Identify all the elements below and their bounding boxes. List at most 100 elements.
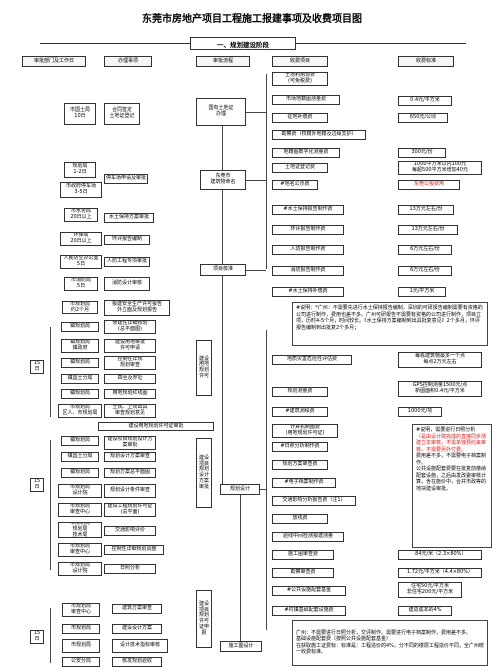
column-header: 审批流程	[196, 56, 250, 67]
dept-row: 市规划局	[62, 639, 100, 653]
flow-connector	[246, 180, 266, 181]
dept-row: 镇规划局	[61, 389, 99, 399]
item-sub: 建设设计方案	[112, 624, 162, 634]
item-sub: 日照分析	[104, 564, 156, 574]
dept-row: 市规划局 审查中心	[58, 543, 102, 557]
fee-standard: 建造成本的4%	[398, 606, 452, 616]
bracket-line	[50, 608, 51, 663]
dept-plan-bureau2: 市规划局 约2个月	[62, 301, 98, 314]
item-water: 水土保持方案审批	[104, 213, 154, 223]
flow-connector	[260, 489, 266, 490]
item-sub: 规划设计条件审查	[104, 484, 156, 498]
fee-spine	[266, 330, 267, 630]
dept-row: 镇规划局	[61, 358, 99, 368]
item-sub: 四至及界址	[104, 374, 156, 384]
fee-item: #电子档案制作费	[272, 478, 336, 488]
dept-row: 镇规划局 镇政府	[61, 339, 99, 353]
note-box-2: #说明，需要进行日照分析 （是由设计院完成的直接同步测建立本审核，不需单独预约来…	[412, 424, 492, 548]
flow-connector	[246, 270, 266, 271]
flow-project-approval: 项目核准	[200, 264, 246, 276]
fee-item: 消防报告制作费	[272, 266, 344, 276]
duration-badge: 15日	[30, 360, 44, 374]
item-sub: 核发规划验收	[112, 657, 162, 667]
dept-parking: 市政府停车场 3-5日	[60, 182, 102, 198]
note-box-3: 广州：不需要进行日照分析，交评制作。需要进行电子档案制作，费用差不多。 基础设施…	[292, 620, 488, 666]
item-sub: 控制性详规 规划审查	[104, 356, 156, 370]
item-sub: 建设项目规划设计方案审批	[104, 436, 156, 450]
fee-standard: 650元/公顷	[398, 113, 448, 123]
dept-env: 环保局 20日以上	[60, 232, 102, 246]
item-fire: 消防设计审核	[104, 277, 150, 291]
dept-planning-bureau: 规划局 1-2日	[64, 162, 96, 178]
fee-item: 环评报告制作费	[272, 225, 344, 235]
column-header: 办理事项	[104, 56, 152, 67]
item-sub: 建设用地审批 许可申请	[104, 339, 156, 353]
dept-row: 市规划局 审查中心	[62, 603, 100, 617]
item-sub: 土规、上规出具 审查规划意见	[104, 404, 156, 418]
column-header: 收费项目	[272, 56, 328, 67]
dept-row: 镇规划局	[61, 468, 99, 478]
flow-connector	[246, 112, 266, 113]
fee-item: 地质灾害危险性评估费	[272, 355, 352, 365]
fee-standard: 住宅50元/平方米 非住宅200元/平方米	[398, 582, 462, 598]
dept-row: 公安分局	[62, 657, 100, 667]
dept-row: 市规划局 区人、市规划局	[58, 404, 102, 418]
item-sub: 规划设计方案审查	[104, 452, 156, 462]
dept-row: 市规划局	[62, 624, 100, 634]
item-sub: 修建性详细规划 (总平面图)	[104, 320, 156, 334]
flow-connector	[240, 495, 241, 641]
item-sub: 交通影响评价	[104, 526, 156, 536]
fee-item: 放线费	[272, 514, 328, 524]
flow-land-cert: 国有土地证 办理	[196, 98, 246, 126]
column-header: 审批部门及工作日	[22, 56, 86, 67]
item-sub: 建设工程规划许可证 (总平面)	[104, 503, 156, 517]
fee-item: 勘察审查费	[272, 568, 334, 578]
flow-construction: 施工图设计	[220, 641, 262, 652]
flow-naming: 东莞市 建筑物命名	[200, 170, 246, 190]
fee-standard: 每栋建筑物最多一个点 每点2万元左右	[398, 352, 482, 368]
phase-divider-right	[296, 43, 466, 44]
item-env: 环评报告编制	[104, 235, 150, 245]
dept-row: 镇国土分局	[61, 452, 99, 462]
note-text: 公共设施配套费要在批复前缴纳配套设施，之后由发改委审核计算，含在施价中，合并市政…	[416, 466, 487, 492]
fee-item: 计算机制图费 (用地规划许可证)	[272, 424, 338, 438]
phase-divider-left	[40, 43, 190, 44]
dept-fire: 市消防局 5日	[64, 277, 98, 291]
fee-item: 验线中间检测报建测量	[272, 532, 344, 542]
note-text: 费用差不多，不需要电子档案制作。	[416, 453, 487, 466]
fee-item: 施工图审查费	[272, 550, 334, 560]
fee-item: #建筑测绘费	[272, 407, 328, 417]
fee-standard: GPS控制测量1500元/点 新图面积0.4元/平方米	[398, 381, 482, 397]
page-title: 东莞市房地产项目工程施工报建事项及收费项目图	[142, 14, 362, 25]
fee-item: 地籍图数字化测量费	[272, 148, 340, 158]
fee-item: #村镇基础配套设施费	[272, 606, 346, 616]
fee-item: 规划测量费	[272, 387, 328, 397]
note-box-1: #说明：*广州：不需要先进行水土保持报告编制，深圳的可研报告编制需要有资格的公司…	[292, 302, 488, 346]
item-sub: 建筑方案审查	[112, 604, 162, 614]
fee-standard: 1000元/项	[398, 407, 442, 417]
dept-row: 镇规划局	[61, 436, 99, 446]
item-sub: 规划方案总平面图	[104, 468, 156, 478]
fee-standard: 6万元左右/份	[398, 266, 452, 276]
dept-row: 市规划局 设计院	[58, 484, 102, 498]
duration-badge: 15日	[30, 630, 44, 644]
dept-row: 镇规划局	[61, 322, 99, 332]
dept-row: 市规划局 审查中心	[58, 503, 102, 517]
fee-standard: 0.4元/平方米	[398, 96, 452, 106]
item-contract: 合同签定 土地证登记	[104, 103, 140, 125]
item-civil: 人防工程专项审批	[104, 257, 150, 267]
column-header: 收费标准	[398, 56, 454, 67]
fee-item: 交通影响分析报告费（注1）	[272, 496, 356, 506]
fee-item: #水土保持报告制作费	[272, 205, 344, 215]
bracket-line	[50, 440, 51, 570]
fee-item: 规划方案审查费	[272, 460, 328, 470]
fee-item: 市场地籍图测量费	[272, 95, 340, 105]
fee-standard: 1.72元/平方米（4.4×80%）	[398, 568, 482, 578]
fee-item: #日照分析制作费	[272, 442, 328, 452]
fee-standard: 东莞公报费用	[398, 180, 460, 190]
fee-standard: 13万元左右/份	[398, 225, 458, 235]
item-sub: 设计技术指标审核	[112, 639, 168, 653]
note-text: 广州：不需要进行日照分析，交评制作。需要进行电子档案制作，费用差不多。 基础设施…	[296, 629, 484, 656]
flow-plan-design: 建设 项目 规划 设计 方案 审批	[196, 438, 212, 508]
item-parking: 停车场申请及审批	[104, 174, 148, 184]
